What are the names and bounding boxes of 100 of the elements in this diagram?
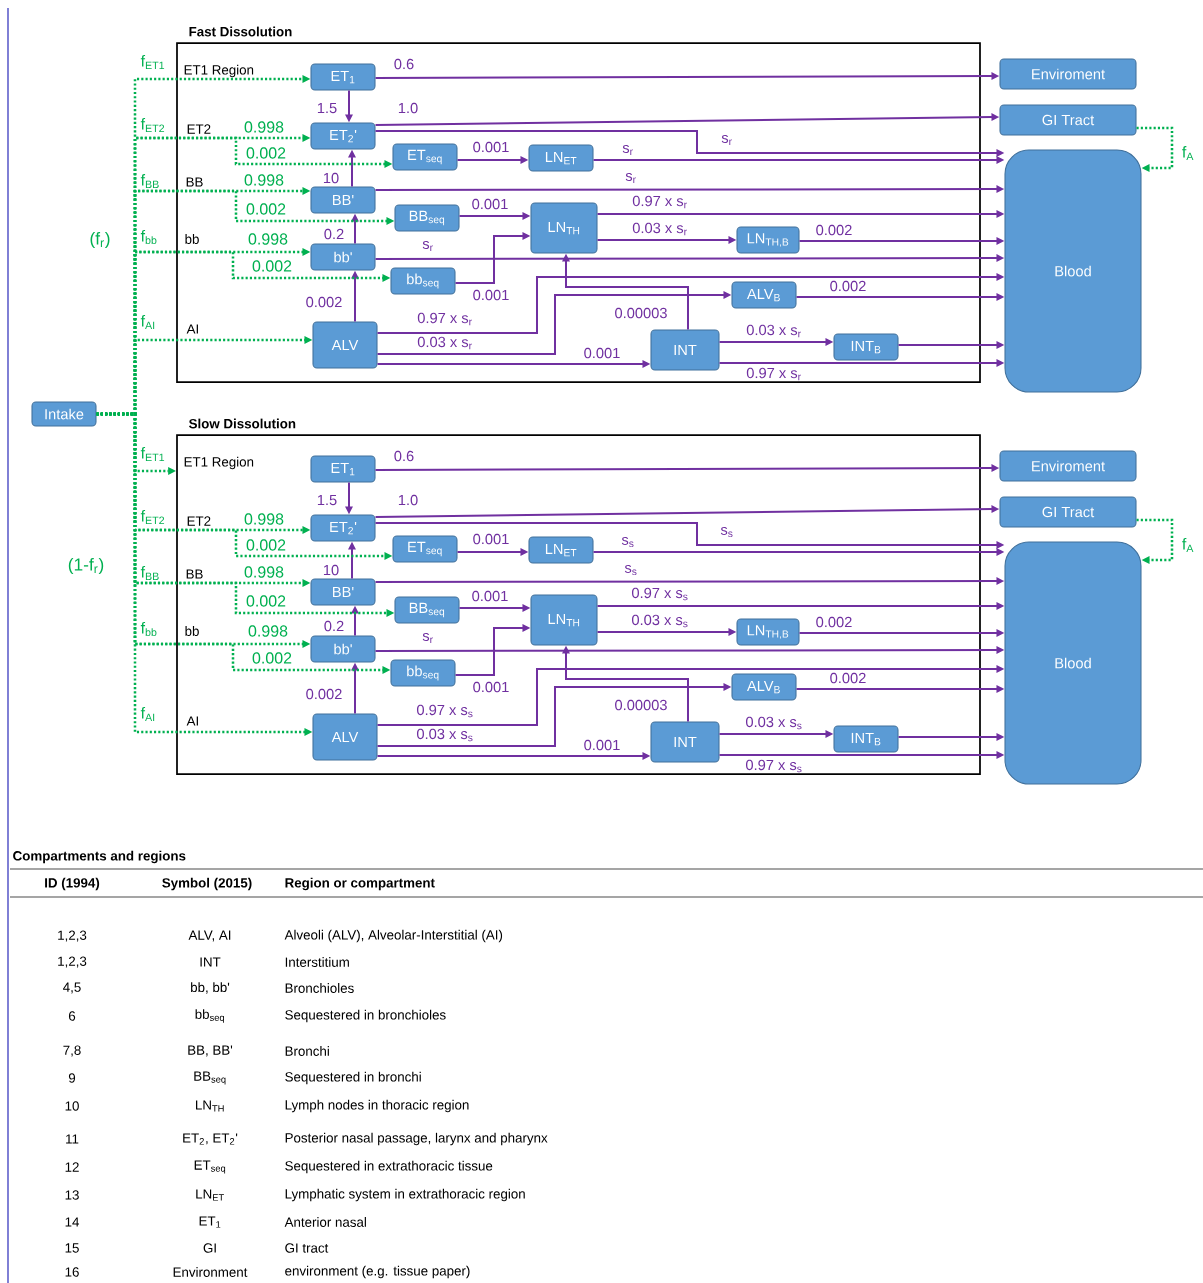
compartment-box: LN$_{ET}$ (528, 536, 594, 564)
compartment-box: ET$_{2}$' (310, 122, 376, 150)
table-cell: Posterior nasal passage, larynx and pharynx (285, 1132, 548, 1146)
compartment-box: ALV$_{B}$ (731, 673, 797, 701)
table-cell: Sequestered in bronchioles (285, 1009, 446, 1023)
edge-label: 1.5 (316, 102, 338, 114)
table-cell: 11 (66, 1134, 79, 1144)
region-label: AI (186, 716, 198, 726)
compartment-box: ALV (312, 321, 378, 369)
table-cell: Bronchi (285, 1046, 329, 1056)
column-header: Region or compartment (285, 877, 435, 891)
fraction-label: f$_{ET1}$ (140, 447, 165, 461)
node-label: Slow Dissolution (188, 418, 296, 429)
arrow (1136, 518, 1174, 564)
edge-label: 0.03 x s$_{s}$ (630, 613, 690, 629)
table-cell: ET$_{1}$ (199, 1216, 221, 1228)
edge-label: 0.001 (470, 198, 510, 210)
region-label: BB (186, 177, 203, 187)
region-label: bb (185, 626, 199, 636)
edge-label: 10 (322, 564, 340, 576)
edge-label: 0.001 (582, 347, 622, 359)
fraction-label: (1-f$_{r}$) (68, 557, 104, 575)
edge-label: s$_{r}$ (421, 632, 435, 644)
edge-label: 0.001 (470, 590, 510, 602)
table-cell: bb$_{seq}$ (195, 1009, 224, 1023)
table-cell: Sequestered in bronchi (285, 1071, 421, 1085)
edge-label: f$_{A}$ (1181, 537, 1195, 553)
table-cell: 16 (65, 1267, 79, 1277)
compartment-box: LN$_{TH}$ (530, 594, 598, 646)
compartment-box: ALV$_{B}$ (731, 281, 797, 309)
edge-label: 0.998 (243, 512, 285, 526)
edge-label: 0.00003 (613, 307, 669, 319)
edge-label: 0.998 (247, 624, 289, 638)
table-cell: Lymph nodes in thoracic region (285, 1099, 469, 1113)
compartment-box: BB' (310, 578, 376, 606)
region-label: AI (186, 324, 198, 334)
compartment-box: INT$_{B}$ (833, 333, 899, 361)
fraction-label: f$_{bb}$ (140, 621, 157, 637)
table-cell: 1,2,3 (58, 930, 87, 942)
fraction-label: f$_{ET1}$ (140, 55, 165, 69)
edge-label: 1.5 (316, 494, 338, 506)
compartment-box: ET$_{1}$ (310, 455, 376, 483)
edge-label: 0.97 x s$_{s}$ (630, 586, 690, 602)
edge-label: 0.002 (814, 224, 854, 236)
compartment-box: ET$_{2}$' (310, 514, 376, 542)
table-cell: Alveoli (ALV), Alveolar-Interstitial (AI) (284, 929, 503, 943)
edge-label: s$_{s}$ (620, 536, 636, 548)
table-cell: Anterior nasal (284, 1217, 366, 1227)
edge-label: 0.97 x s$_{s}$ (415, 703, 475, 719)
compartment-box: Enviroment (999, 58, 1137, 90)
edge-label: 0.001 (471, 681, 511, 693)
compartment-box: Blood (1004, 541, 1142, 785)
table-cell: ET$_{seq}$ (194, 1160, 226, 1174)
compartment-box: bb$_{seq}$ (390, 659, 456, 687)
edge-label: 0.03 x s$_{r}$ (416, 336, 474, 351)
edge-label: 0.002 (251, 651, 293, 665)
edge-label: 0.97 x s$_{r}$ (745, 367, 803, 382)
table-cell: GI tract (285, 1243, 329, 1253)
compartment-box: BB$_{seq}$ (394, 596, 460, 624)
column-header: Symbol (2015) (162, 877, 252, 891)
edge-label: 1.0 (397, 102, 419, 114)
edge-label: 0.97 x s$_{s}$ (744, 758, 804, 774)
edge-label: 0.002 (245, 538, 287, 552)
edge-label: 0.998 (243, 173, 285, 187)
fraction-label: f$_{AI}$ (140, 707, 155, 721)
edge-label: 10 (322, 172, 340, 184)
edge-label: 0.002 (245, 146, 287, 160)
intake-box: Intake (31, 401, 97, 427)
table-cell: Sequestered in extrathoracic tissue (285, 1160, 493, 1174)
compartment-box: INT (650, 721, 720, 763)
compartment-box: GI Tract (999, 104, 1137, 136)
table-cell: 7,8 (63, 1045, 81, 1057)
edge-label: 0.2 (323, 620, 345, 632)
table-cell: Environment (173, 1267, 248, 1277)
edge-label: 0.001 (471, 289, 511, 301)
edge-label: 1.0 (397, 494, 419, 506)
table-cell: GI (203, 1243, 216, 1253)
table-cell: ALV, AI (188, 930, 231, 942)
compartment-box: BB' (310, 186, 376, 214)
table-cell: 13 (65, 1190, 79, 1200)
fraction-label: f$_{bb}$ (140, 229, 157, 245)
compartment-box: BB$_{seq}$ (394, 204, 460, 232)
table-cell: Bronchioles (285, 983, 354, 993)
edge-label: 0.998 (243, 565, 285, 579)
edge-label: 0.6 (393, 58, 415, 70)
edge-label: 0.00003 (613, 699, 669, 711)
compartment-box: ET$_{1}$ (310, 63, 376, 91)
compartment-box: INT (650, 329, 720, 371)
region-label: BB (186, 569, 203, 579)
edge-label: s$_{r}$ (621, 144, 635, 156)
fraction-label: f$_{BB}$ (140, 566, 159, 580)
table-cell: 15 (65, 1243, 79, 1253)
edge-label: 0.03 x s$_{s}$ (744, 715, 804, 731)
arrow (1136, 126, 1174, 172)
compartment-box: LN$_{ET}$ (528, 144, 594, 172)
compartment-box: bb$_{seq}$ (390, 267, 456, 295)
edge-label: s$_{r}$ (421, 240, 435, 252)
table-cell: 10 (65, 1101, 79, 1111)
compartment-box: LN$_{TH,B}$ (736, 226, 800, 254)
edge-label: 0.03 x s$_{r}$ (631, 222, 689, 237)
